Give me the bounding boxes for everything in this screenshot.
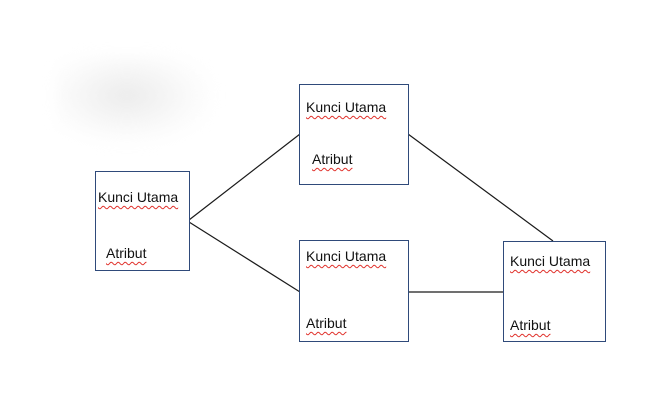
connector-left-to-top-middle [188, 133, 301, 221]
entity-box-right[interactable]: Kunci Utama Atribut [503, 241, 606, 342]
entity-right-key-label: Kunci Utama [510, 253, 591, 269]
entity-top-middle-attr-label: Atribut [312, 151, 353, 167]
entity-bottom-middle-key-label: Kunci Utama [306, 248, 387, 264]
entity-right-attr-label: Atribut [510, 317, 551, 333]
entity-box-top-middle[interactable]: Kunci Utama Atribut [299, 84, 409, 185]
entity-box-left[interactable]: Kunci Utama Atribut [95, 171, 190, 271]
entity-top-middle-key-label: Kunci Utama [306, 99, 387, 115]
connector-top-middle-to-right [407, 133, 554, 242]
background-smudge [55, 55, 215, 145]
entity-left-attr-label: Atribut [106, 245, 147, 261]
connector-left-to-bottom-middle [188, 221, 301, 293]
entity-box-bottom-middle[interactable]: Kunci Utama Atribut [299, 240, 409, 342]
entity-bottom-middle-attr-label: Atribut [306, 315, 347, 331]
entity-left-key-label: Kunci Utama [98, 189, 179, 205]
